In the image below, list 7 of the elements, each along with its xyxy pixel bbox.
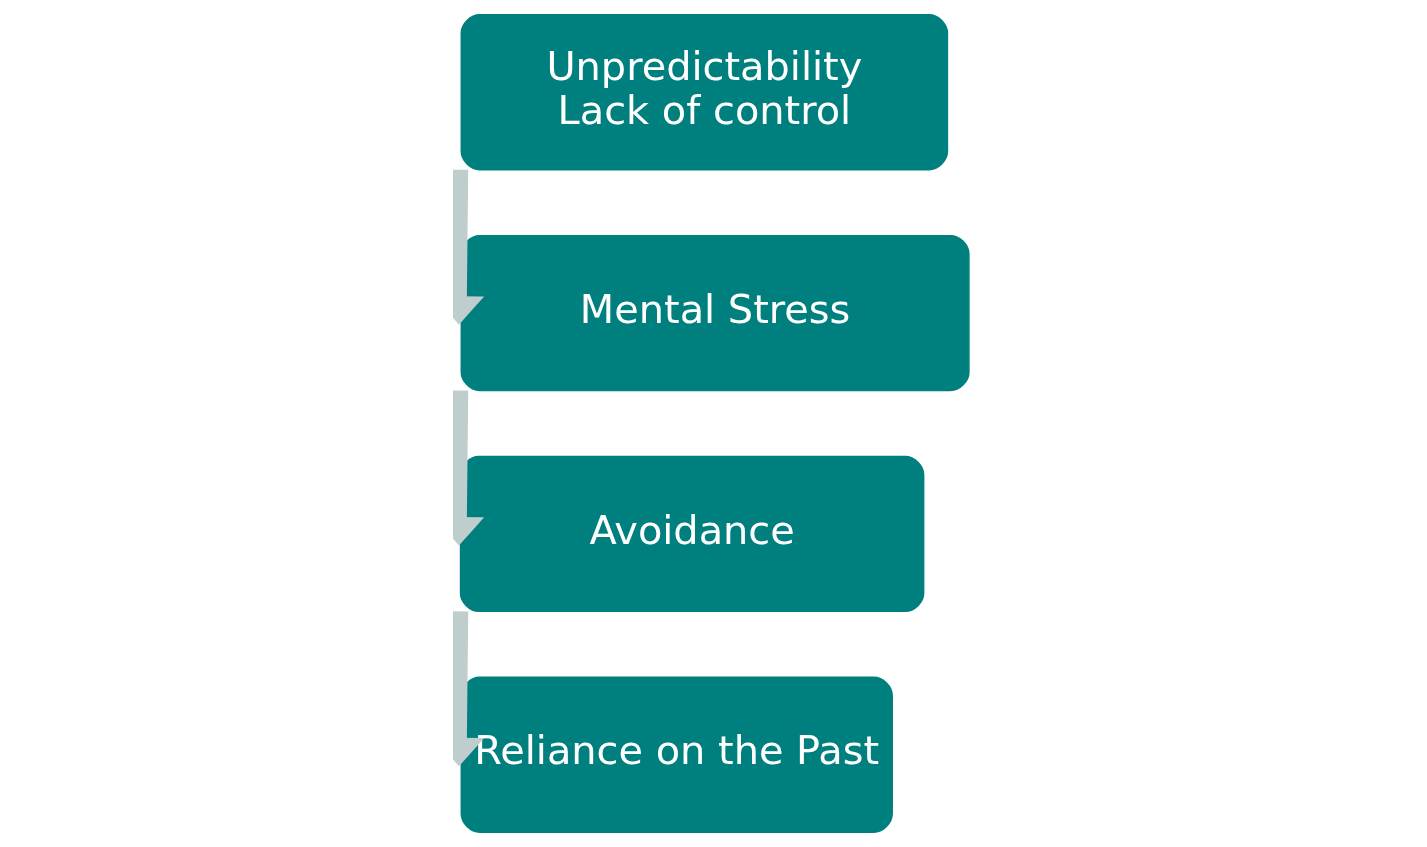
- node-box: Reliance on the Past: [460, 676, 893, 833]
- node-box: Mental Stress: [460, 234, 970, 392]
- node-box: Avoidance: [459, 455, 924, 613]
- arrow: [452, 390, 484, 546]
- arrow: [452, 169, 484, 325]
- arrow: [452, 611, 484, 767]
- node-box: Unpredictability Lack of control: [460, 14, 948, 171]
